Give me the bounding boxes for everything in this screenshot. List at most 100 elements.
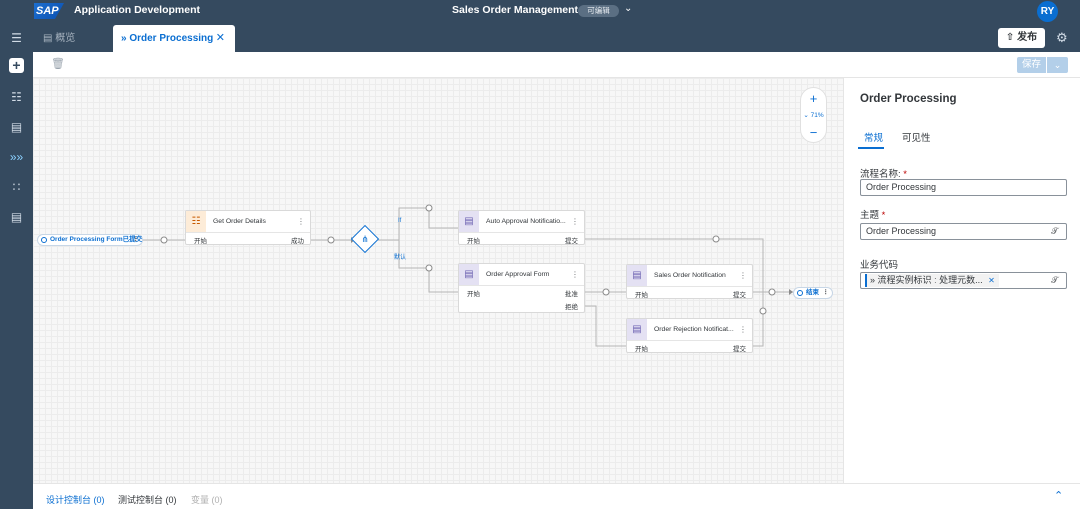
start-event-icon — [41, 237, 47, 243]
divider — [459, 232, 584, 233]
subject-label-text: 主题 — [860, 210, 880, 221]
zoom-level[interactable]: ⌄ 71% — [803, 112, 824, 119]
form-icon[interactable]: ▤ — [10, 210, 23, 224]
zoom-in-icon[interactable]: + — [809, 91, 818, 106]
add-icon[interactable]: + — [9, 58, 24, 73]
document-icon: ▤ — [459, 264, 479, 285]
end-event-icon — [797, 290, 803, 296]
close-icon[interactable]: ✕ — [215, 32, 225, 44]
node-title: Sales Order Notification — [654, 272, 726, 279]
node-output-approve: 批准 — [565, 291, 578, 298]
end-label: 结束 — [806, 289, 819, 296]
business-key-input[interactable]: » 流程实例标识 : 处理元数... ✕ 𝓣 — [860, 272, 1067, 289]
document-icon: ▤ — [459, 211, 479, 232]
zoom-level-value: 71% — [810, 112, 824, 119]
tab-overview[interactable]: ▤ 概览 — [43, 25, 75, 52]
trash-icon[interactable]: 🗑 — [51, 58, 65, 70]
node-title: Order Approval Form — [486, 271, 550, 278]
menu-icon[interactable]: ☰ — [11, 31, 22, 45]
node-start-label: 开始 — [194, 238, 207, 245]
process-icon: » — [121, 33, 127, 44]
more-icon[interactable]: ⋮ — [822, 289, 830, 296]
node-sales-order-notification[interactable]: ▤ Sales Order Notification ⋮ 开始 提交 — [626, 264, 753, 299]
node-output-label: 提交 — [733, 346, 746, 353]
end-node[interactable]: 结束 ⋮ — [793, 287, 833, 299]
node-output-label: 提交 — [733, 292, 746, 299]
name-label: 流程名称: * — [860, 166, 907, 180]
edge-label-default: 默认 — [394, 255, 407, 261]
publish-button[interactable]: ⇧ 发布 — [998, 28, 1045, 48]
business-key-label: 业务代码 — [860, 260, 899, 271]
business-key-token[interactable]: » 流程实例标识 : 处理元数... ✕ — [865, 274, 999, 287]
tab-order-processing[interactable]: » Order Processing ✕ — [113, 25, 235, 52]
node-output-label: 提交 — [565, 238, 578, 245]
text-cursor-icon: 𝓣 — [1051, 226, 1058, 236]
trigger-label: Order Processing Form已提交 — [50, 236, 143, 243]
chevron-down-icon[interactable]: ⌄ — [624, 3, 633, 14]
more-icon[interactable]: ⋮ — [571, 217, 579, 226]
node-get-order-details[interactable]: ☷ Get Order Details ⋮ 开始 成功 — [185, 210, 311, 245]
save-button[interactable]: 保存 — [1017, 57, 1046, 73]
divider — [186, 232, 310, 233]
left-navigation: ☰ + ☷ ▤ »» ∷ ▤ — [0, 22, 33, 509]
node-title: Auto Approval Notificatio... — [486, 218, 566, 225]
token-text: 流程实例标识 — [877, 275, 932, 285]
text-cursor-icon: 𝓣 — [1051, 275, 1058, 285]
project-title[interactable]: Sales Order Management — [452, 4, 579, 16]
tab-design-console[interactable]: 设计控制台 (0) — [46, 495, 105, 505]
people-icon[interactable]: ∷ — [12, 180, 21, 194]
zoom-out-icon[interactable]: − — [809, 125, 818, 140]
more-icon[interactable]: ⋮ — [297, 217, 305, 226]
more-icon[interactable]: ⋮ — [132, 236, 140, 243]
subject-label: 主题 * — [860, 207, 885, 221]
document-icon: ▤ — [627, 319, 647, 340]
required-marker: * — [903, 169, 907, 180]
tab-general[interactable]: 常规 — [857, 130, 885, 149]
more-icon[interactable]: ⋮ — [739, 325, 747, 334]
token-rest-text: 处理元数... — [939, 275, 983, 285]
sap-logo[interactable]: SAP — [34, 3, 64, 19]
node-order-rejection-notification[interactable]: ▤ Order Rejection Notificat... ⋮ 开始 提交 — [626, 318, 753, 353]
process-canvas[interactable]: + ⌄ 71% − Order Processing Form已提交 ⋮ ☷ G… — [33, 78, 843, 483]
hierarchy-icon[interactable]: ☷ — [11, 90, 22, 104]
zoom-control: + ⌄ 71% − — [800, 87, 827, 143]
document-icon: ▤ — [627, 265, 647, 286]
document-icon[interactable]: ▤ — [10, 120, 23, 134]
divider — [627, 286, 752, 287]
canvas-toolbar — [33, 52, 1080, 78]
token-separator: : — [934, 275, 937, 285]
subject-input[interactable]: Order Processing 𝓣 — [860, 223, 1067, 240]
tab-test-console[interactable]: 测试控制台 (0) — [118, 495, 177, 505]
node-order-approval-form[interactable]: ▤ Order Approval Form ⋮ 开始 批准 拒绝 — [458, 263, 585, 313]
gear-icon[interactable]: ⚙ — [1056, 30, 1068, 45]
tab-variables[interactable]: 变量 (0) — [191, 495, 223, 505]
hierarchy-icon: ☷ — [186, 211, 206, 232]
chevron-down-icon[interactable]: ⌄ — [1047, 57, 1068, 73]
app-title: Application Development — [74, 4, 201, 16]
process-name-input[interactable]: Order Processing — [860, 179, 1067, 196]
node-start-label: 开始 — [467, 238, 480, 245]
remove-token-icon[interactable]: ✕ — [988, 276, 995, 285]
branch-icon: ⋔ — [361, 234, 369, 244]
node-title: Order Rejection Notificat... — [654, 326, 734, 333]
publish-label: 发布 — [1017, 32, 1038, 43]
panel-title: Order Processing — [860, 93, 957, 105]
edge-label-if: If — [398, 218, 402, 224]
node-start-label: 开始 — [635, 292, 648, 299]
node-start-label: 开始 — [467, 291, 480, 298]
process-icon: » — [870, 275, 876, 285]
node-output-reject: 拒绝 — [565, 304, 578, 311]
node-output-label: 成功 — [291, 238, 304, 245]
node-title: Get Order Details — [213, 218, 266, 225]
tab-visibility[interactable]: 可见性 — [902, 133, 931, 144]
user-avatar[interactable]: RY — [1037, 1, 1058, 22]
divider — [627, 340, 752, 341]
more-icon[interactable]: ⋮ — [739, 271, 747, 280]
edit-state-badge: 可编辑 — [578, 5, 619, 17]
trigger-node[interactable]: Order Processing Form已提交 ⋮ — [37, 234, 143, 246]
more-icon[interactable]: ⋮ — [571, 270, 579, 279]
process-name-value: Order Processing — [866, 182, 937, 192]
chevron-up-icon[interactable]: ⌃ — [1054, 490, 1064, 502]
node-auto-approval-notification[interactable]: ▤ Auto Approval Notificatio... ⋮ 开始 提交 — [458, 210, 585, 245]
process-icon[interactable]: »» — [9, 150, 24, 164]
